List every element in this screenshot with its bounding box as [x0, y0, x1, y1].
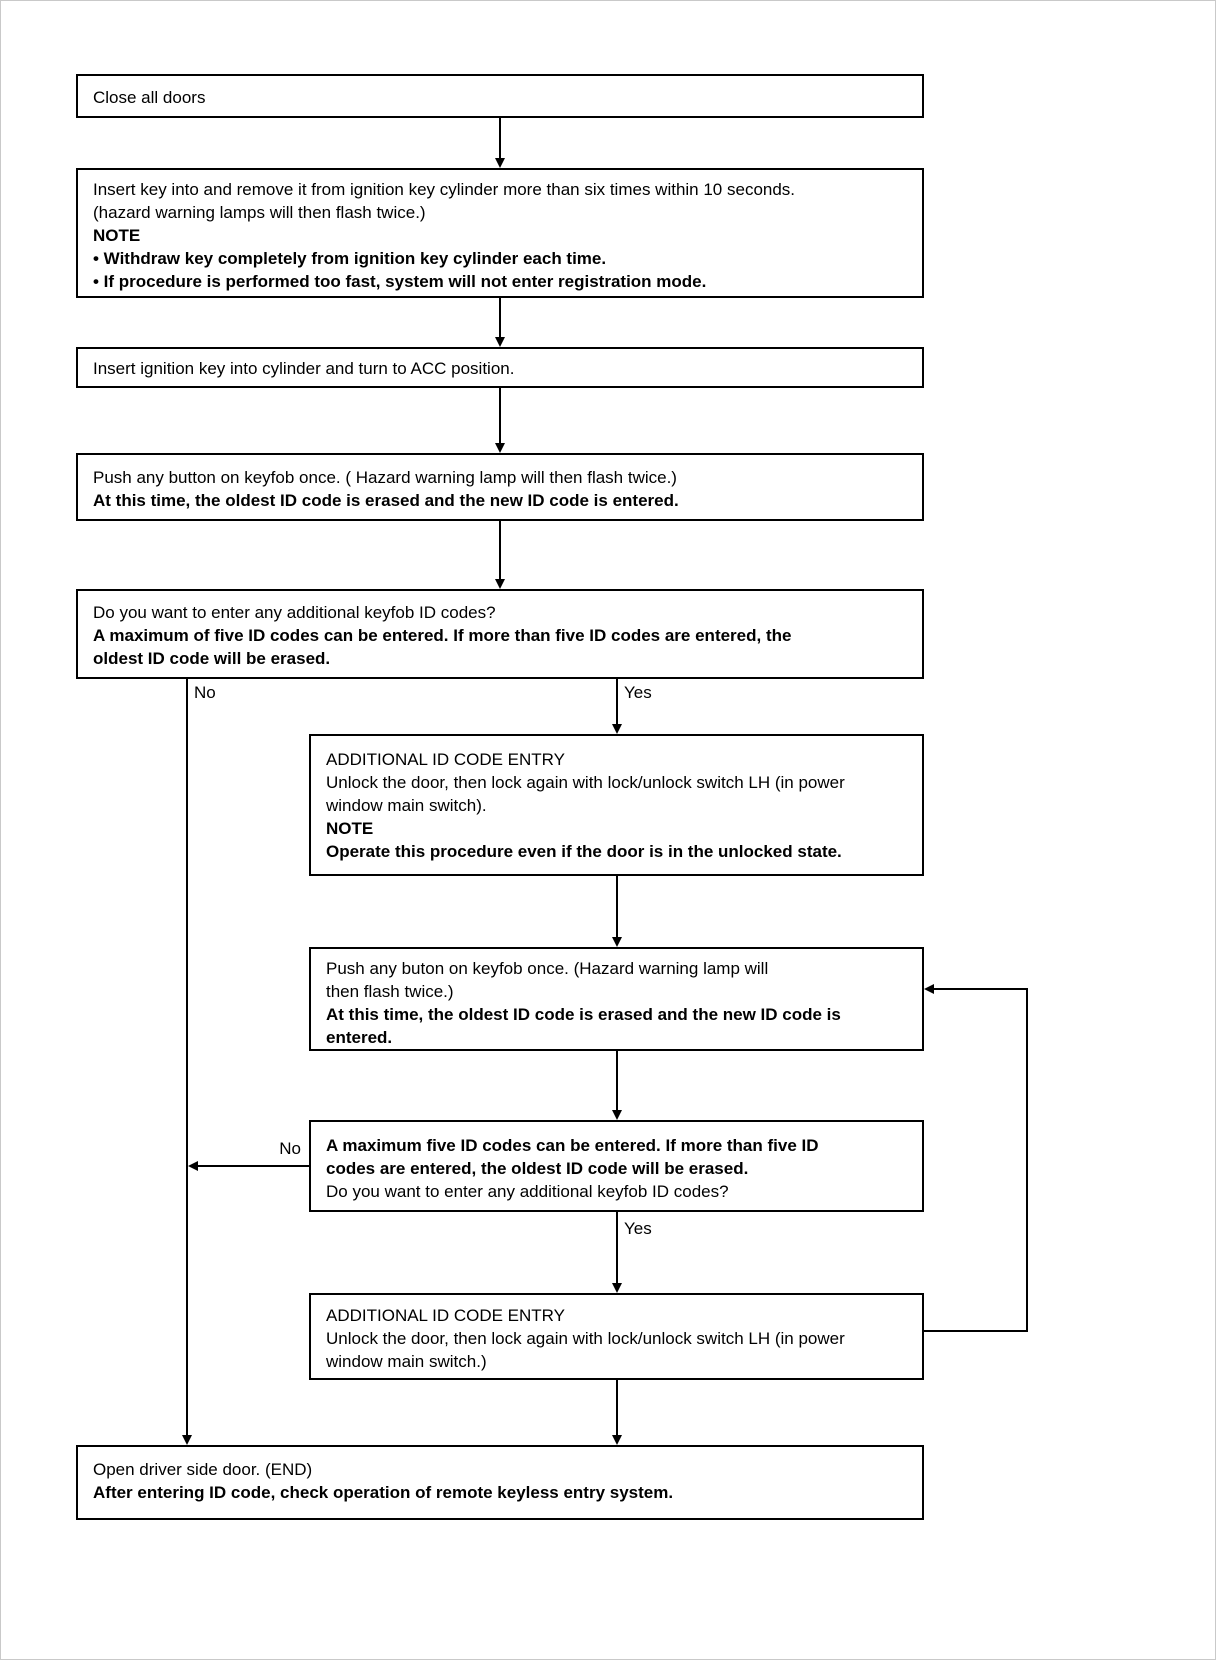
arrowhead-down-icon: [612, 1283, 622, 1293]
note-text: Operate this procedure even if the door …: [326, 842, 842, 861]
step-text-bold: entered.: [326, 1028, 393, 1047]
decision-question: Do you want to enter any additional keyf…: [93, 603, 496, 622]
step-push-keyfob-2: Push any buton on keyfob once. (Hazard w…: [309, 947, 924, 1051]
step-text: (hazard warning lamps will then flash tw…: [93, 203, 426, 222]
label-no-1: No: [194, 683, 216, 702]
decision-note: codes are entered, the oldest ID code wi…: [326, 1159, 749, 1178]
step-text: Insert ignition key into cylinder and tu…: [93, 359, 515, 378]
step-title: ADDITIONAL ID CODE ENTRY: [326, 750, 565, 769]
arrowhead-down-icon: [495, 158, 505, 168]
arrowhead-down-icon: [495, 579, 505, 589]
arrowhead-down-icon: [612, 1110, 622, 1120]
label-yes-2: Yes: [624, 1219, 652, 1238]
step-open-door-end: Open driver side door. (END) After enter…: [76, 1445, 924, 1520]
connector-entry1-keyfob2: [616, 876, 618, 938]
connector-box4-decision1: [499, 521, 501, 580]
connector-decision2-yes: [616, 1212, 618, 1284]
decision-question: Do you want to enter any additional keyf…: [326, 1182, 729, 1201]
step-title: ADDITIONAL ID CODE ENTRY: [326, 1306, 565, 1325]
step-text: Unlock the door, then lock again with lo…: [326, 773, 845, 792]
arrowhead-left-icon: [924, 984, 934, 994]
step-text: Insert key into and remove it from ignit…: [93, 180, 796, 199]
connector-box3-box4: [499, 388, 501, 444]
connector-decision2-no: [195, 1165, 309, 1167]
step-text: Unlock the door, then lock again with lo…: [326, 1329, 845, 1348]
step-text: then flash twice.): [326, 982, 454, 1001]
note-bullet: • Withdraw key completely from ignition …: [93, 249, 607, 268]
connector-box2-box3: [499, 298, 501, 338]
decision-note: A maximum of five ID codes can be entere…: [93, 626, 792, 645]
step-additional-id-entry-2: ADDITIONAL ID CODE ENTRY Unlock the door…: [309, 1293, 924, 1380]
connector-decision1-no-to-end: [186, 679, 188, 1436]
arrowhead-down-icon: [612, 724, 622, 734]
decision-note: A maximum five ID codes can be entered. …: [326, 1136, 819, 1155]
step-text-bold: At this time, the oldest ID code is eras…: [326, 1005, 841, 1024]
connector-box1-box2: [499, 118, 501, 159]
arrowhead-down-icon: [612, 937, 622, 947]
step-text: window main switch).: [326, 796, 487, 815]
step-text: Close all doors: [93, 88, 206, 107]
step-text: Open driver side door. (END): [93, 1460, 313, 1479]
decision-additional-codes-2: A maximum five ID codes can be entered. …: [309, 1120, 924, 1212]
connector-feedback-bottom: [924, 1330, 1028, 1332]
step-additional-id-entry-1: ADDITIONAL ID CODE ENTRY Unlock the door…: [309, 734, 924, 876]
step-push-keyfob: Push any button on keyfob once. ( Hazard…: [76, 453, 924, 521]
step-text: Push any buton on keyfob once. (Hazard w…: [326, 959, 769, 978]
note-heading: NOTE: [93, 226, 141, 245]
step-text-bold: At this time, the oldest ID code is eras…: [93, 491, 679, 510]
step-turn-acc: Insert ignition key into cylinder and tu…: [76, 347, 924, 388]
label-yes-1: Yes: [624, 683, 652, 702]
step-text: window main switch.): [326, 1352, 487, 1371]
arrowhead-down-icon: [612, 1435, 622, 1445]
connector-decision1-yes: [616, 679, 618, 725]
step-insert-remove-key: Insert key into and remove it from ignit…: [76, 168, 924, 298]
arrowhead-down-icon: [495, 443, 505, 453]
arrowhead-down-icon: [495, 337, 505, 347]
arrowhead-left-icon: [188, 1161, 198, 1171]
arrowhead-down-icon: [182, 1435, 192, 1445]
connector-keyfob2-decision2: [616, 1051, 618, 1111]
step-text-bold: After entering ID code, check operation …: [93, 1483, 674, 1502]
connector-feedback-top: [931, 988, 1028, 990]
label-no-2: No: [279, 1139, 301, 1158]
connector-entry2-end: [616, 1380, 618, 1436]
connector-feedback-vertical: [1026, 988, 1028, 1332]
step-close-all-doors: Close all doors: [76, 74, 924, 118]
note-heading: NOTE: [326, 819, 374, 838]
note-bullet: • If procedure is performed too fast, sy…: [93, 272, 707, 291]
step-text: Push any button on keyfob once. ( Hazard…: [93, 468, 677, 487]
decision-note: oldest ID code will be erased.: [93, 649, 331, 668]
decision-additional-codes-1: Do you want to enter any additional keyf…: [76, 589, 924, 679]
